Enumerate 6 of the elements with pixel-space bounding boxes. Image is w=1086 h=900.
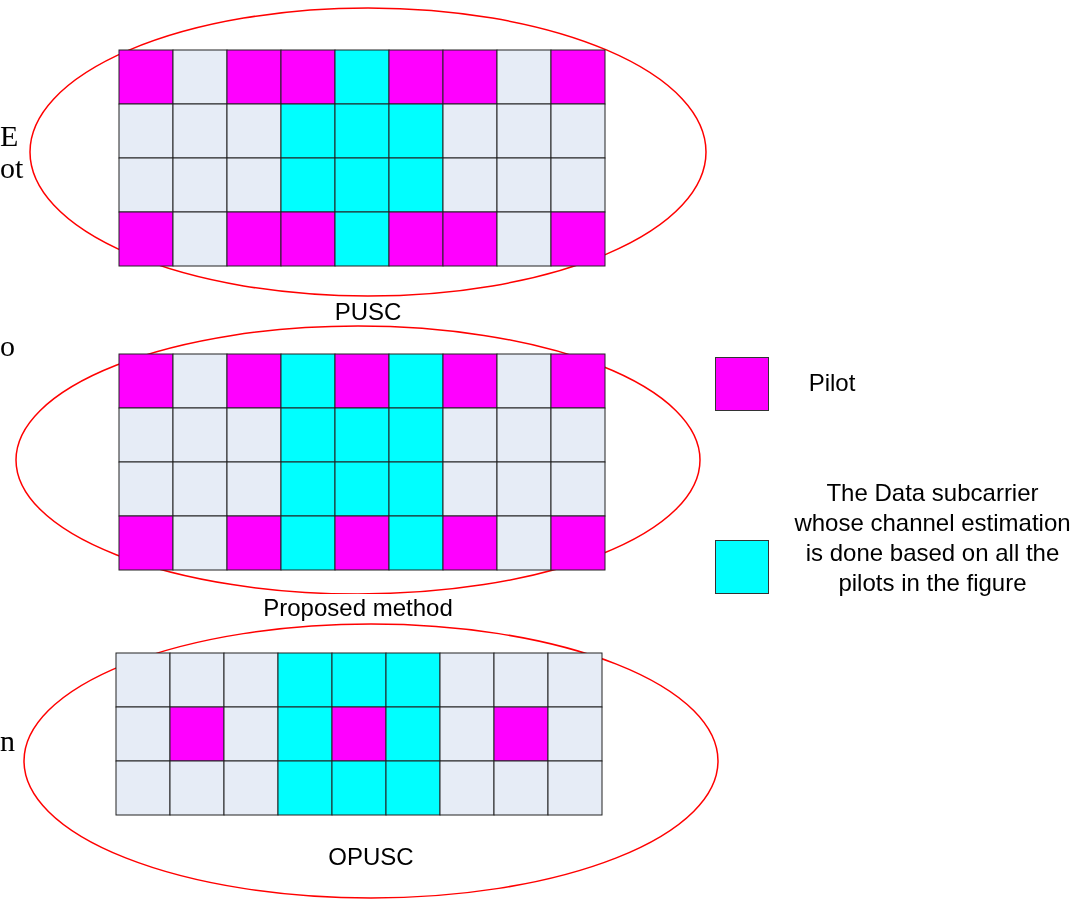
legend-text: The Data subcarrier whose channel estimation is done based on all the pilots in the figure [793, 478, 1072, 598]
text-fragment: n [0, 725, 15, 757]
text-fragment: o [0, 330, 15, 362]
text-fragment: ot [0, 152, 24, 184]
text-fragment: E [0, 120, 19, 152]
legend-text: Pilot [807, 368, 857, 398]
